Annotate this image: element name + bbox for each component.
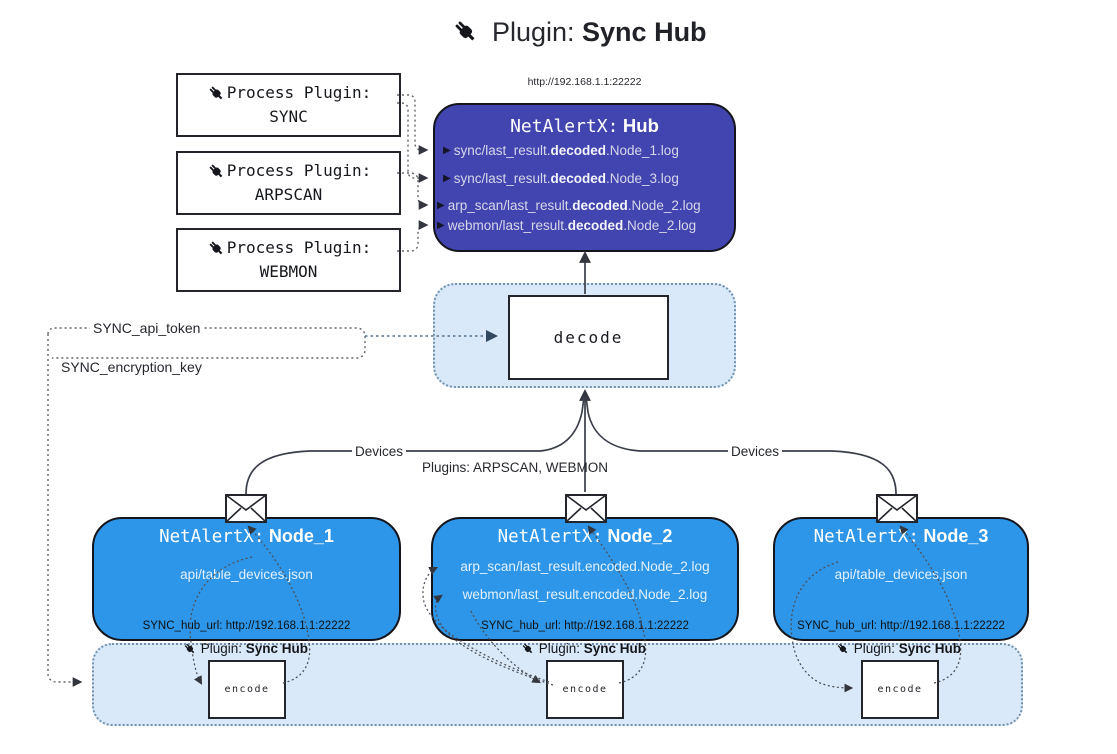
node-file: api/table_devices.json bbox=[834, 567, 968, 582]
process-plugin-arpscan-box: Process Plugin: ARPSCAN bbox=[176, 151, 401, 215]
envelope-icon bbox=[565, 494, 607, 523]
process-plugin-name: ARPSCAN bbox=[254, 185, 323, 204]
node-1-box: NetAlertX: Node_1 api/table_devices.json… bbox=[92, 517, 401, 641]
process-plugin-label: Process Plugin: bbox=[226, 161, 372, 180]
envelope-icon bbox=[876, 494, 918, 523]
plug-icon bbox=[184, 643, 195, 654]
process-plugin-label: Process Plugin: bbox=[226, 238, 372, 257]
page-title: Plugin: Sync Hub bbox=[40, 16, 1117, 48]
process-plugin-webmon-box: Process Plugin: WEBMON bbox=[176, 228, 401, 292]
sync-api-token-label: SYNC_api_token bbox=[90, 320, 204, 336]
decode-container: decode bbox=[433, 283, 736, 388]
node-hub-url: SYNC_hub_url: http://192.168.1.1:22222 bbox=[142, 620, 351, 632]
node-hub-url: SYNC_hub_url: http://192.168.1.1:22222 bbox=[797, 620, 1005, 632]
encoder-label: Plugin: Sync Hub bbox=[818, 641, 978, 656]
arrow-icon: ▶ bbox=[437, 199, 445, 211]
encode-box: encode bbox=[861, 660, 939, 719]
hub-title-prefix: NetAlertX: bbox=[510, 116, 619, 137]
encoder-label: Plugin: Sync Hub bbox=[165, 641, 325, 656]
title-prefix: Plugin: bbox=[491, 17, 575, 47]
node-3-box: NetAlertX: Node_3 api/table_devices.json… bbox=[773, 517, 1029, 641]
sync-encryption-key-label: SYNC_encryption_key bbox=[58, 359, 205, 375]
devices-left-label: Devices bbox=[352, 444, 407, 459]
encoder-label: Plugin: Sync Hub bbox=[503, 641, 663, 656]
decode-box: decode bbox=[508, 295, 669, 380]
encode-box: encode bbox=[546, 660, 624, 719]
process-plugin-sync-box: Process Plugin: SYNC bbox=[176, 73, 401, 137]
arrow-icon: ▶ bbox=[443, 144, 451, 156]
plug-icon bbox=[209, 164, 223, 178]
hub-url: http://192.168.1.1:22222 bbox=[527, 76, 642, 88]
node-file: api/table_devices.json bbox=[180, 567, 313, 582]
node-title: NetAlertX: Node_2 bbox=[497, 526, 673, 547]
hub-log-line: ▶sync/last_result.decoded.Node_3.log bbox=[443, 171, 679, 186]
node-2-box: NetAlertX: Node_2 arp_scan/last_result.e… bbox=[431, 517, 739, 641]
hub-title-name: Hub bbox=[622, 115, 659, 136]
plug-icon bbox=[209, 241, 223, 255]
hub-log-line: ▶webmon/last_result.decoded.Node_2.log bbox=[437, 218, 697, 233]
hub-title: NetAlertX: Hub bbox=[435, 115, 734, 137]
plugins-edge-label: Plugins: ARPSCAN, WEBMON bbox=[421, 460, 609, 475]
process-plugin-name: WEBMON bbox=[259, 262, 318, 281]
title-name: Sync Hub bbox=[582, 17, 707, 47]
plug-icon bbox=[522, 643, 533, 654]
devices-right-label: Devices bbox=[728, 444, 783, 459]
process-plugin-label: Process Plugin: bbox=[226, 83, 372, 102]
node-title: NetAlertX: Node_1 bbox=[159, 526, 334, 547]
plug-icon bbox=[455, 21, 475, 41]
hub-log-line: ▶arp_scan/last_result.decoded.Node_2.log bbox=[437, 198, 701, 213]
plug-icon bbox=[837, 643, 848, 654]
node-title: NetAlertX: Node_3 bbox=[813, 526, 989, 547]
process-plugin-name: SYNC bbox=[269, 107, 308, 126]
hub-log-line: ▶sync/last_result.decoded.Node_1.log bbox=[443, 143, 679, 158]
arrow-icon: ▶ bbox=[437, 219, 445, 231]
plug-icon bbox=[209, 86, 223, 100]
node-file: webmon/last_result.encoded.Node_2.log bbox=[462, 587, 708, 602]
encode-box: encode bbox=[208, 660, 286, 719]
envelope-icon bbox=[225, 494, 267, 523]
hub-box: NetAlertX: Hub ▶sync/last_result.decoded… bbox=[433, 103, 736, 252]
node-file: arp_scan/last_result.encoded.Node_2.log bbox=[460, 559, 710, 574]
arrow-icon: ▶ bbox=[443, 172, 451, 184]
node-hub-url: SYNC_hub_url: http://192.168.1.1:22222 bbox=[481, 620, 689, 632]
